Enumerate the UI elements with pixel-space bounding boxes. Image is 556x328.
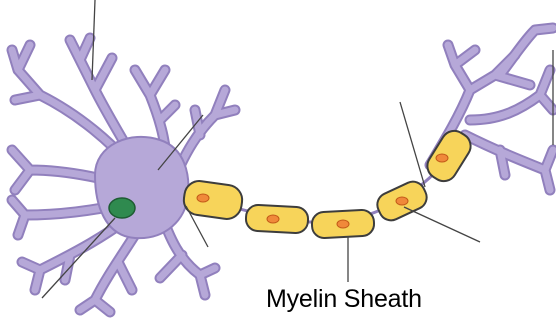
neuron-cell-body: [12, 38, 235, 312]
myelin-sheath: [182, 126, 476, 239]
schwann-cell: [311, 209, 374, 238]
schwann-cell: [373, 178, 430, 225]
cell-nucleus: [109, 198, 135, 218]
myelin-sheath-label: Myelin Sheath: [266, 285, 422, 314]
leader-line-node-of-ranvier: [400, 102, 425, 187]
leader-line-schwann-cell: [404, 207, 480, 242]
schwann-cell: [245, 204, 308, 233]
